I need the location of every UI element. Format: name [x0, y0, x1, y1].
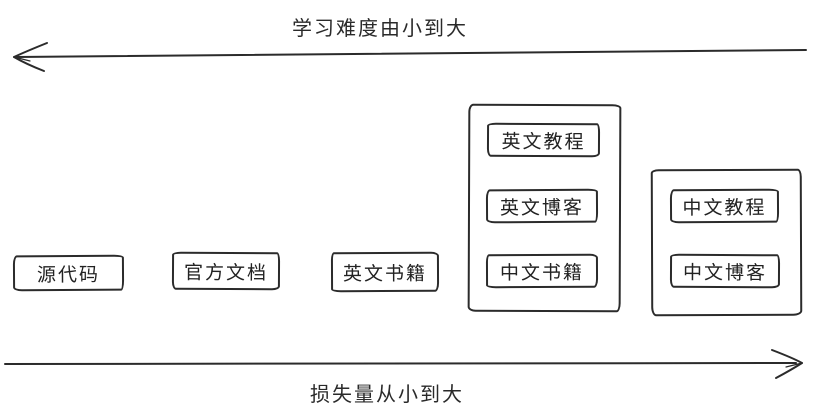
node-english-blogs-label: 英文博客	[499, 197, 585, 219]
node-source-code: 源代码	[12, 254, 125, 292]
node-official-docs: 官方文档	[171, 251, 281, 291]
node-chinese-books-label: 中文书籍	[499, 262, 585, 284]
node-english-tutorials-label: 英文教程	[501, 131, 586, 153]
node-chinese-blogs: 中文博客	[669, 253, 781, 289]
top-axis-label: 学习难度由小到大	[292, 18, 468, 40]
node-english-books-label: 英文书籍	[342, 263, 428, 285]
right-arrow-icon	[4, 349, 803, 379]
node-english-tutorials: 英文教程	[486, 122, 601, 158]
node-english-blogs: 英文博客	[485, 188, 599, 224]
node-official-docs-label: 官方文档	[183, 262, 269, 284]
node-source-code-label: 源代码	[36, 264, 101, 286]
node-english-books: 英文书籍	[330, 251, 440, 293]
node-chinese-blogs-label: 中文博客	[682, 262, 768, 284]
left-arrow-icon	[13, 42, 807, 72]
node-chinese-tutorials: 中文教程	[669, 188, 780, 224]
node-chinese-books: 中文书籍	[485, 253, 599, 289]
node-chinese-tutorials-label: 中文教程	[682, 197, 767, 219]
bottom-axis-label: 损失量从小到大	[310, 384, 464, 406]
